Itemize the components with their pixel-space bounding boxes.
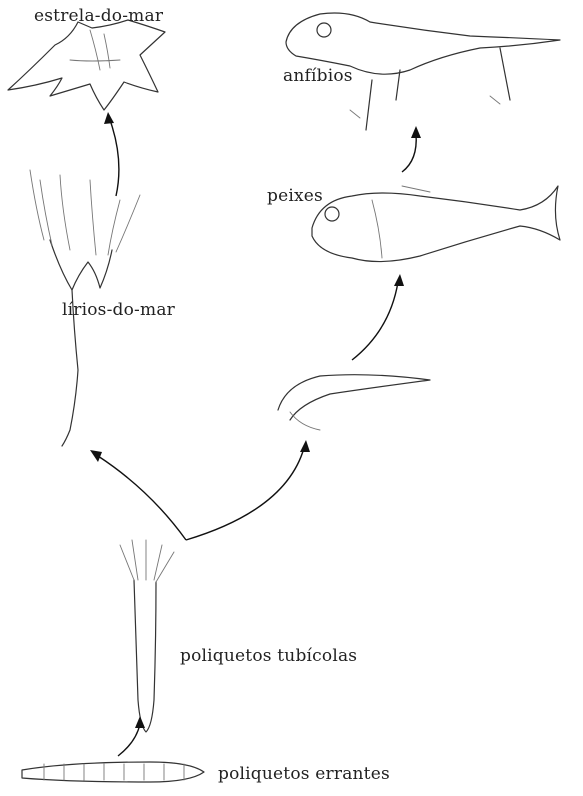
arrow-crinoid-to-starfish <box>104 112 119 196</box>
arrow-errante-to-tubicola <box>118 716 145 756</box>
tubeworm-drawing <box>120 540 174 732</box>
label-peixes: peixes <box>267 186 323 206</box>
label-anfibios: anfíbios <box>283 66 353 86</box>
label-poliquetos-errantes: poliquetos errantes <box>218 764 390 784</box>
arrow-larva-to-fish <box>352 274 404 360</box>
starfish-drawing <box>8 20 165 110</box>
arrow-split-right <box>186 440 310 540</box>
errant-worm-drawing <box>22 762 204 782</box>
label-lirios-do-mar: lírios-do-mar <box>62 300 175 320</box>
arrow-fish-to-amphibian <box>402 126 421 172</box>
fish-drawing <box>312 186 560 262</box>
label-estrela-do-mar: estrela-do-mar <box>34 6 163 26</box>
arrow-split-left <box>90 450 186 540</box>
larva-drawing <box>278 375 430 430</box>
label-poliquetos-tubicolas: poliquetos tubícolas <box>180 646 357 666</box>
